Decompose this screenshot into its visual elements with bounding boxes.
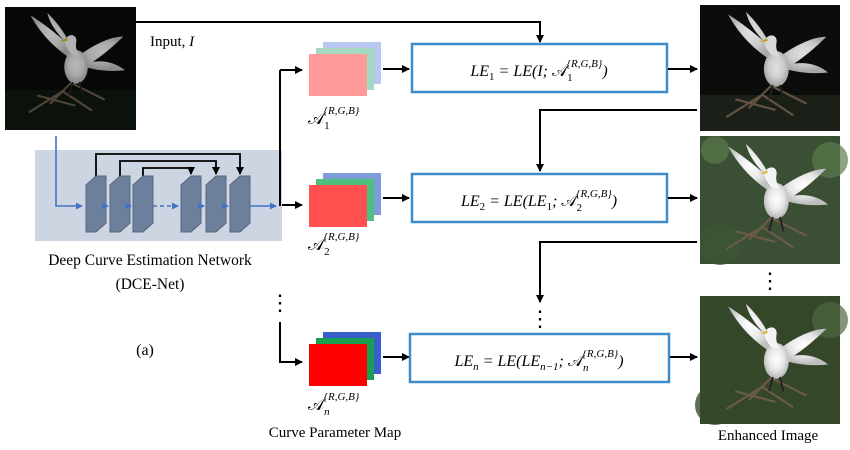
conv-layer: [180, 175, 202, 233]
conv-layer: [85, 175, 107, 233]
param-map-label-2: 𝒜2{R,G,B}: [308, 231, 360, 258]
branch-ellipsis: ⋮: [269, 290, 291, 315]
skip-connections: [95, 153, 244, 180]
le-box-n: LEn = LE(LEn−1; 𝒜n{R,G,B}): [408, 332, 671, 384]
input-image: [5, 7, 136, 130]
conv-layer: [205, 175, 227, 233]
branch-lines: [279, 66, 303, 366]
curve-param-map-caption: Curve Parameter Map: [269, 425, 401, 441]
dce-net-name: Deep Curve Estimation Network: [48, 252, 252, 269]
param-map-2: [309, 173, 381, 227]
le-equation-n: LEn = LE(LEn−1; 𝒜n{R,G,B}): [453, 348, 623, 374]
param-map-label-n: 𝒜n{R,G,B}: [308, 391, 360, 418]
dce-net-abbr: (DCE-Net): [116, 276, 185, 293]
enhanced-image-n: [695, 296, 848, 425]
le-ellipsis: ⋮: [529, 306, 551, 331]
param-map-layer-front: [309, 185, 367, 227]
param-map-layer-front: [309, 344, 367, 386]
enhanced-image-2: [700, 136, 848, 265]
enhanced-image-caption: Enhanced Image: [718, 428, 819, 444]
le-output-arrows: [536, 65, 698, 361]
subfigure-label: (a): [136, 342, 154, 359]
conv-layer: [132, 175, 154, 233]
param-map-label-1: 𝒜1{R,G,B}: [308, 105, 360, 132]
dce-net-block: [35, 136, 282, 241]
param-map-1: [309, 42, 381, 96]
param-map-n: [309, 332, 381, 386]
flow-arrows: [55, 136, 277, 210]
conv-layers: [85, 175, 251, 233]
svg-text:Input, I: Input, I: [150, 34, 195, 50]
param-map-layer-front: [309, 54, 367, 96]
le-box-2: LE2 = LE(LE1; 𝒜2{R,G,B}): [410, 172, 669, 224]
input-arrow: [136, 21, 544, 43]
le-equation-2: LE2 = LE(LE1; 𝒜2{R,G,B}): [460, 188, 617, 214]
enhanced-image-1: [700, 5, 840, 131]
le-box-1: LE1 = LE(I; 𝒜1{R,G,B}): [410, 42, 669, 94]
conv-layer: [109, 175, 131, 233]
conv-layer: [229, 175, 251, 233]
input-label: Input, I: [150, 34, 195, 50]
output-ellipsis: ⋮: [759, 268, 781, 293]
map-to-le-arrows: [383, 65, 410, 361]
le-equation-1: LE1 = LE(I; 𝒜1{R,G,B}): [469, 58, 607, 84]
